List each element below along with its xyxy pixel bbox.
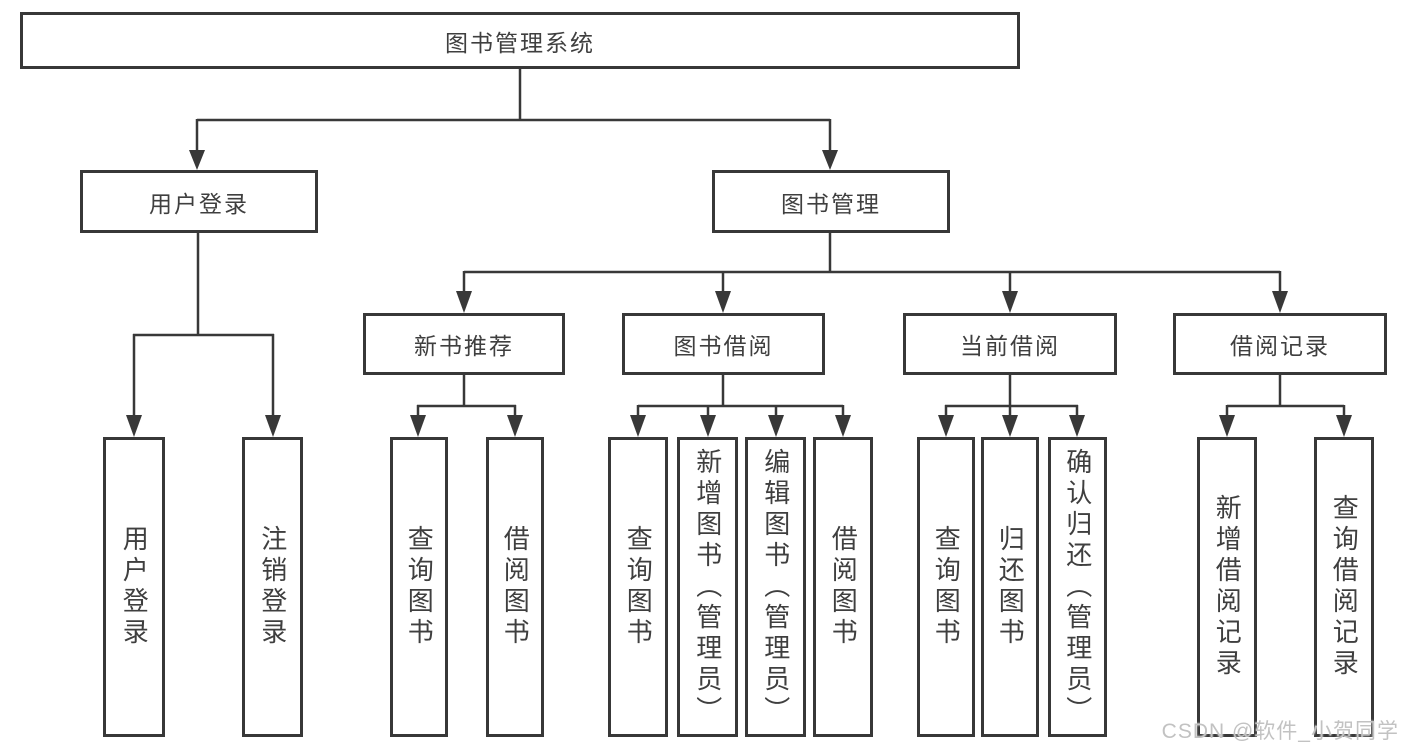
node-root: 图书管理系统 (20, 12, 1020, 69)
node-book-management: 图书管理 (712, 170, 950, 233)
leaf-current-query-book-label: 查询图书 (931, 525, 962, 649)
leaf-borrow-book-label: 借阅图书 (828, 525, 859, 649)
leaf-return-book-label: 归还图书 (995, 525, 1026, 649)
leaf-borrow-book: 借阅图书 (813, 437, 873, 737)
leaf-query-borrow-record-label: 查询借阅记录 (1329, 494, 1360, 680)
leaf-confirm-return-admin-label: 确认归还（管理员） (1062, 447, 1093, 727)
leaf-add-book-admin: 新增图书（管理员） (677, 437, 738, 737)
leaf-add-borrow-record-label: 新增借阅记录 (1212, 494, 1243, 680)
node-current-borrowing-label: 当前借阅 (960, 333, 1060, 359)
leaf-rec-query-book: 查询图书 (390, 437, 448, 737)
leaf-add-borrow-record: 新增借阅记录 (1197, 437, 1257, 737)
leaf-rec-query-book-label: 查询图书 (404, 525, 435, 649)
leaf-rec-borrow-book-label: 借阅图书 (500, 525, 531, 649)
leaf-query-borrow-record: 查询借阅记录 (1314, 437, 1374, 737)
node-book-management-label: 图书管理 (781, 190, 881, 217)
node-root-label: 图书管理系统 (445, 29, 595, 56)
leaf-borrow-query-book-label: 查询图书 (623, 525, 654, 649)
leaf-logout: 注销登录 (242, 437, 303, 737)
csdn-watermark: CSDN @软件_小贺同学 (1161, 720, 1399, 743)
leaf-edit-book-admin-label: 编辑图书（管理员） (760, 447, 791, 727)
node-borrowing-records-label: 借阅记录 (1230, 333, 1330, 359)
leaf-rec-borrow-book: 借阅图书 (486, 437, 544, 737)
leaf-return-book: 归还图书 (981, 437, 1039, 737)
leaf-user-login: 用户登录 (103, 437, 165, 737)
node-current-borrowing: 当前借阅 (903, 313, 1117, 375)
leaf-borrow-query-book: 查询图书 (608, 437, 668, 737)
node-user-login-label: 用户登录 (149, 190, 249, 217)
leaf-add-book-admin-label: 新增图书（管理员） (692, 447, 723, 727)
node-new-book-recommendation-label: 新书推荐 (414, 333, 514, 359)
node-borrowing-records: 借阅记录 (1173, 313, 1387, 375)
leaf-confirm-return-admin: 确认归还（管理员） (1048, 437, 1107, 737)
node-new-book-recommendation: 新书推荐 (363, 313, 565, 375)
leaf-edit-book-admin: 编辑图书（管理员） (745, 437, 806, 737)
leaf-current-query-book: 查询图书 (917, 437, 975, 737)
node-book-borrowing-label: 图书借阅 (673, 333, 774, 359)
node-user-login: 用户登录 (80, 170, 318, 233)
leaf-logout-label: 注销登录 (257, 525, 288, 649)
node-book-borrowing: 图书借阅 (622, 313, 825, 375)
leaf-user-login-label: 用户登录 (119, 525, 150, 649)
